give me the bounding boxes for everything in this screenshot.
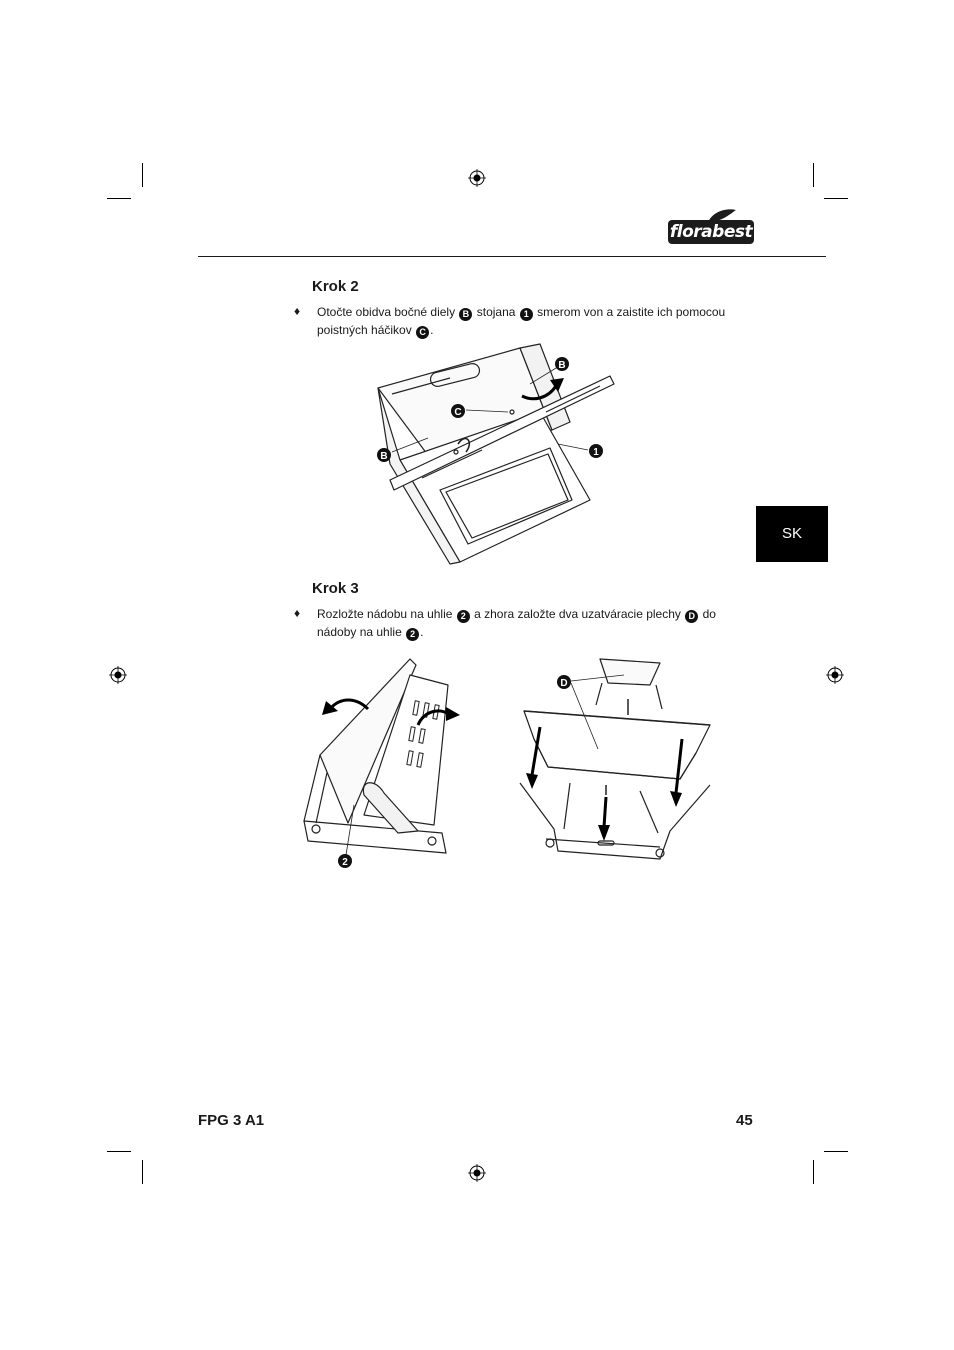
footer-model-number: FPG 3 A1 bbox=[198, 1112, 265, 1129]
step-2-instruction: Otočte obidva bočné diely B stojana 1 sm… bbox=[317, 305, 726, 339]
crop-mark-bottom-left-horizontal bbox=[107, 1151, 131, 1152]
step-2-title: Krok 2 bbox=[312, 278, 359, 295]
callout-badge: 2 bbox=[338, 854, 352, 868]
crop-mark-bottom-right-vertical bbox=[813, 1160, 814, 1184]
callout-badge: B bbox=[377, 448, 391, 462]
language-tab: SK bbox=[756, 506, 828, 562]
svg-text:B: B bbox=[380, 451, 387, 462]
header-rule bbox=[198, 256, 826, 257]
step-3-illustration-left: 2 bbox=[303, 658, 460, 868]
brand-logo: florabest bbox=[668, 208, 756, 246]
callout-badge: D bbox=[685, 610, 699, 623]
step-2-illustration: B C B 1 bbox=[377, 343, 615, 565]
callout-badge: C bbox=[451, 404, 465, 418]
registration-mark-icon bbox=[468, 1164, 486, 1182]
step-3-title: Krok 3 bbox=[312, 580, 359, 597]
crop-mark-top-left-horizontal bbox=[107, 198, 131, 199]
svg-text:2: 2 bbox=[342, 857, 348, 868]
callout-badge: 1 bbox=[519, 308, 533, 321]
leaf-icon bbox=[708, 209, 736, 222]
svg-text:1: 1 bbox=[593, 447, 599, 458]
bullet-icon: ♦ bbox=[294, 304, 301, 318]
brand-logo-text: florabest bbox=[668, 220, 754, 244]
bullet-icon: ♦ bbox=[294, 606, 301, 620]
callout-badge: 2 bbox=[456, 610, 470, 623]
crop-mark-top-right-horizontal bbox=[824, 198, 848, 199]
callout-badge: D bbox=[557, 675, 571, 689]
step-3-illustration-right: D bbox=[519, 658, 711, 860]
callout-badge: B bbox=[555, 357, 569, 371]
svg-text:C: C bbox=[454, 407, 461, 418]
svg-text:B: B bbox=[558, 360, 565, 371]
registration-mark-icon bbox=[468, 169, 486, 187]
callout-badge: 2 bbox=[406, 628, 420, 641]
crop-mark-bottom-right-horizontal bbox=[824, 1151, 848, 1152]
registration-mark-icon bbox=[826, 666, 844, 684]
callout-badge: C bbox=[416, 326, 430, 339]
footer-page-number: 45 bbox=[736, 1112, 753, 1129]
callout-badge: 1 bbox=[589, 444, 603, 458]
svg-text:D: D bbox=[560, 678, 567, 689]
crop-mark-bottom-left-vertical bbox=[142, 1160, 143, 1184]
crop-mark-top-left-vertical bbox=[142, 163, 143, 187]
registration-mark-icon bbox=[109, 666, 127, 684]
callout-badge: B bbox=[459, 308, 473, 321]
step-3-instruction: Rozložte nádobu na uhlie 2 a zhora založ… bbox=[317, 607, 716, 641]
crop-mark-top-right-vertical bbox=[813, 163, 814, 187]
